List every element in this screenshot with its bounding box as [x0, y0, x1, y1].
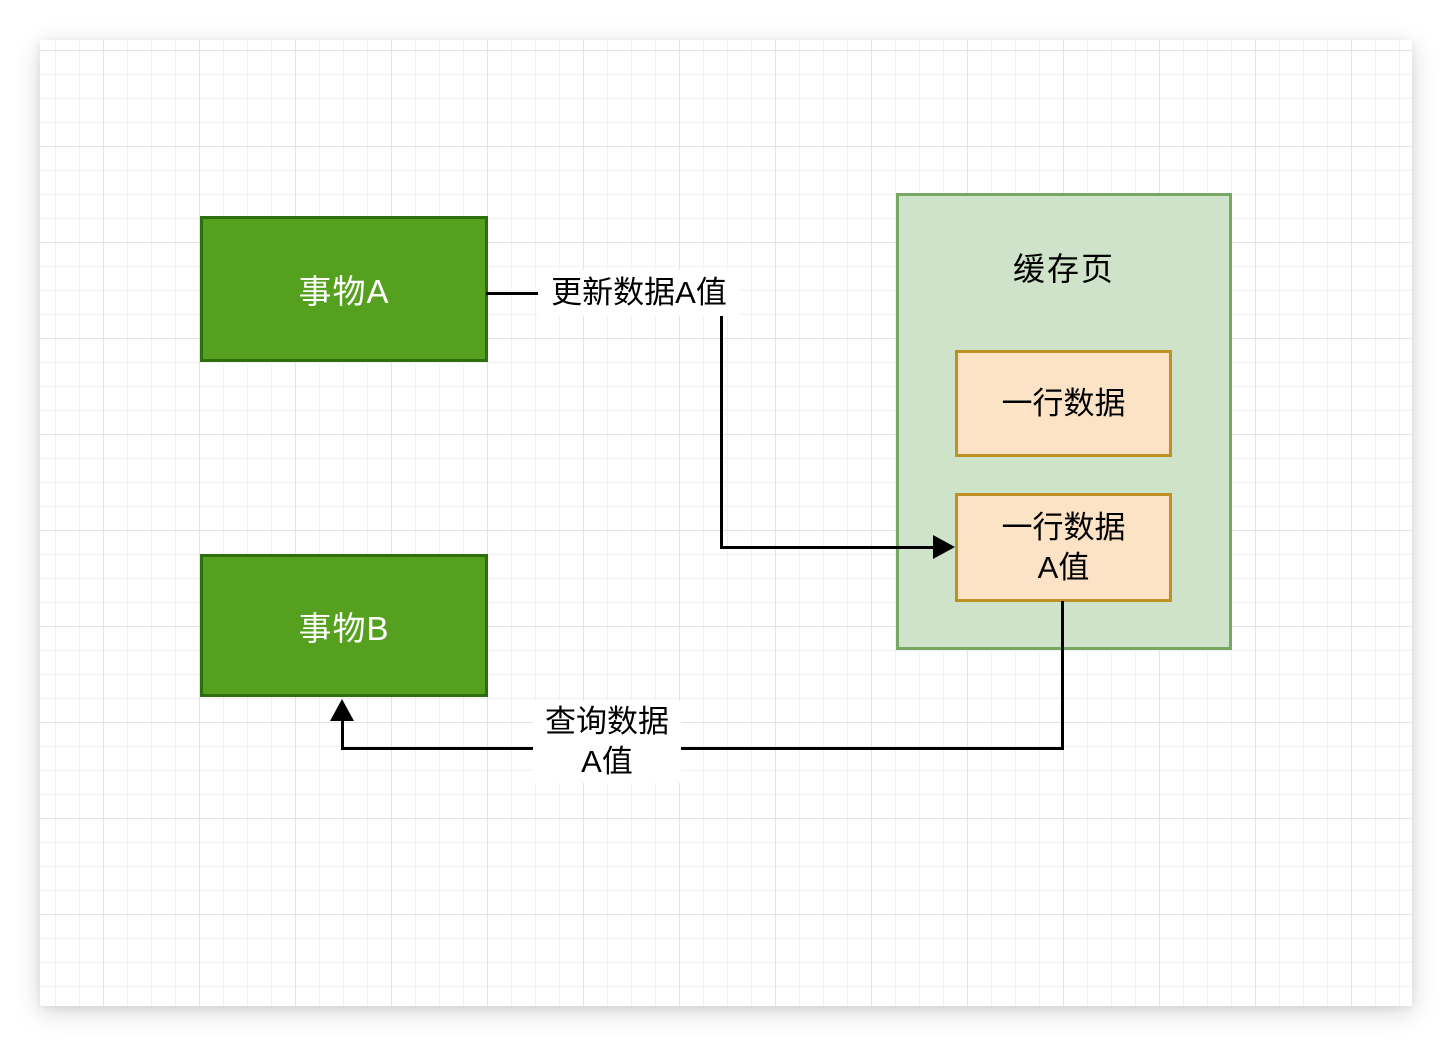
update-edge-label: 更新数据A值: [538, 270, 740, 316]
update-edge-segment-2: [720, 293, 723, 547]
transaction-a-node: 事物A: [200, 216, 488, 362]
row-data-a-node: 一行数据 A值: [955, 493, 1172, 602]
row-data-label: 一行数据: [1001, 385, 1126, 421]
update-arrowhead-icon: [933, 535, 955, 559]
row-data-a-label-line1: 一行数据: [1001, 509, 1126, 545]
update-edge-label-text: 更新数据A值: [551, 275, 727, 310]
transaction-a-label: 事物A: [298, 273, 390, 310]
query-edge-label-line2: A值: [581, 744, 633, 779]
query-edge-label: 查询数据 A值: [533, 701, 681, 783]
diagram-canvas: 事物A 事物B 缓存页 一行数据 一行数据 A值 更新数据A值 查询数据 A值: [40, 40, 1412, 1006]
row-data-a-label-line2: A值: [1037, 549, 1090, 585]
transaction-b-node: 事物B: [200, 554, 488, 697]
update-edge-segment-3: [720, 546, 936, 549]
query-edge-label-line1: 查询数据: [545, 704, 669, 739]
transaction-b-label: 事物B: [298, 609, 390, 647]
cache-page-title: 缓存页: [1012, 251, 1115, 287]
query-edge-segment-2: [341, 747, 1063, 750]
query-edge-segment-1: [1061, 601, 1064, 750]
query-edge-segment-3: [341, 714, 344, 750]
row-data-node: 一行数据: [955, 350, 1172, 457]
query-arrowhead-icon: [330, 699, 354, 721]
